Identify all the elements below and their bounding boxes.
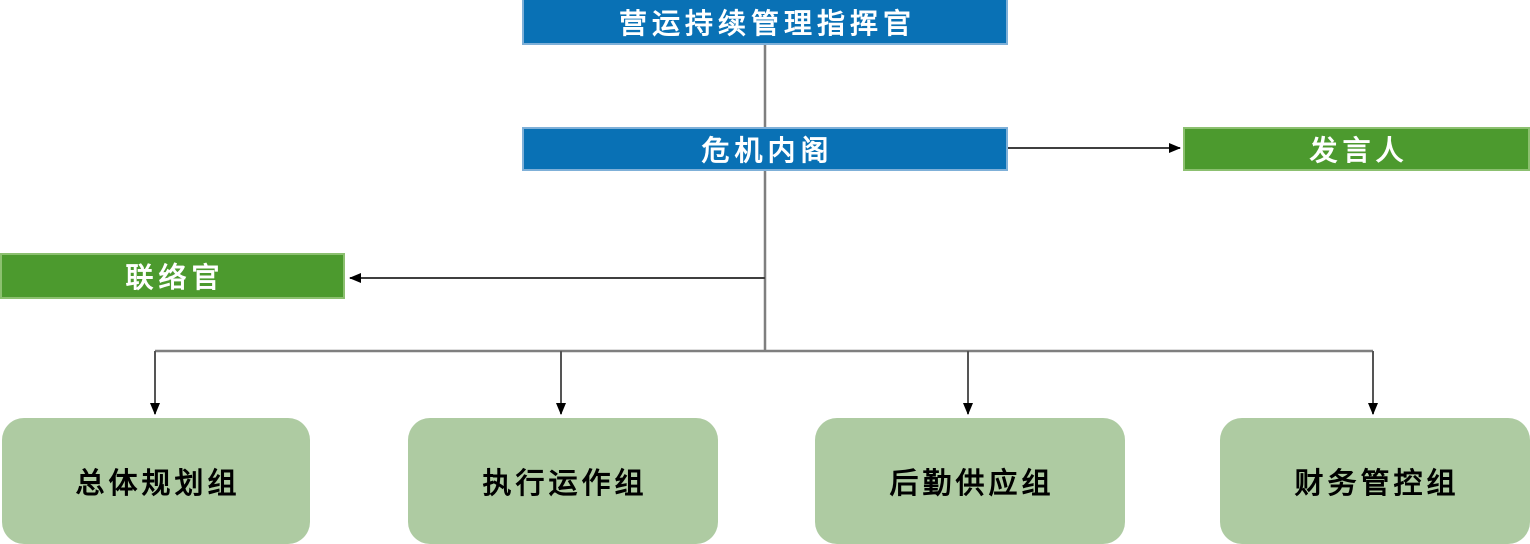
node-team-finance-control: 财务管控组 xyxy=(1220,418,1530,544)
node-commander: 营运持续管理指挥官 xyxy=(522,0,1008,45)
node-crisis-cabinet: 危机内阁 xyxy=(522,127,1008,171)
node-spokesperson: 发言人 xyxy=(1183,127,1530,171)
node-liaison-officer: 联络官 xyxy=(0,253,345,299)
node-team-overall-planning: 总体规划组 xyxy=(2,418,310,544)
node-team-logistics-supply: 后勤供应组 xyxy=(815,418,1125,544)
node-team-execution-operations: 执行运作组 xyxy=(408,418,718,544)
